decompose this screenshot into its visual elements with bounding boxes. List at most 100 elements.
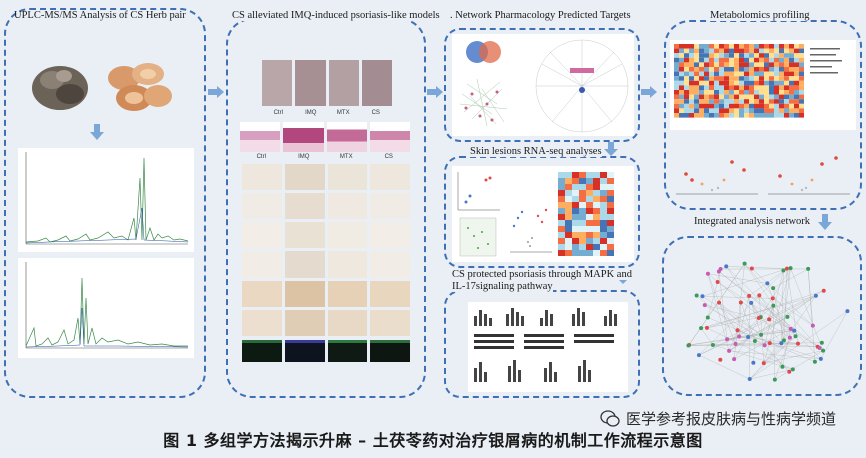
- heatmap-cell: [789, 48, 794, 54]
- heatmap-cell: [754, 57, 759, 63]
- heatmap-cell: [769, 90, 774, 95]
- heatmap-cell: [689, 76, 694, 81]
- watermark: 医学参考报皮肤病与性病学频道: [600, 408, 836, 429]
- heatmap-cell: [607, 190, 614, 196]
- network-edge: [718, 271, 818, 347]
- heatmap-cell: [759, 90, 764, 95]
- heatmap-cell: [764, 67, 769, 72]
- heatmap-cell: [779, 103, 784, 109]
- heatmap-cell: [684, 85, 689, 90]
- network-node: [817, 346, 822, 351]
- network-node: [779, 341, 784, 346]
- heatmap-cell: [699, 80, 704, 86]
- network-edge: [702, 268, 787, 297]
- heatmap-cell: [774, 62, 779, 67]
- heatmap-cell: [749, 71, 754, 77]
- heatmap-cell: [729, 85, 734, 90]
- network-node: [749, 300, 754, 305]
- heatmap-cell: [704, 99, 709, 104]
- heatmap-cell: [572, 238, 579, 244]
- herb-image-smilax: [104, 58, 174, 116]
- heatmap-cell: [729, 62, 734, 67]
- heatmap-cell: [679, 62, 684, 67]
- heatmap-cell: [724, 94, 729, 100]
- network-edge: [701, 295, 816, 329]
- heatmap-cell: [714, 48, 719, 54]
- network-edge: [764, 270, 784, 346]
- heatmap-cell: [709, 108, 714, 113]
- heatmap-cell: [579, 250, 586, 256]
- heatmap-cell: [784, 62, 789, 67]
- network-node: [765, 281, 770, 286]
- heatmap-cell: [794, 108, 799, 113]
- heatmap-cell: [779, 80, 784, 86]
- heatmap-cell: [600, 208, 607, 214]
- network-edge: [737, 330, 770, 344]
- heatmap-cell: [579, 178, 586, 184]
- heatmap-cell: [684, 94, 689, 100]
- heatmap-cell: [565, 190, 572, 196]
- network-edge: [728, 330, 738, 351]
- heatmap-cell: [769, 99, 774, 104]
- heatmap-cell: [769, 62, 774, 67]
- heatmap-cell: [565, 208, 572, 214]
- network-node: [810, 323, 815, 328]
- heatmap-cell: [674, 53, 679, 58]
- heatmap-cell: [729, 108, 734, 113]
- heatmap-cell: [779, 90, 784, 95]
- network-node: [737, 334, 742, 339]
- heatmap-cell: [679, 103, 684, 109]
- network-node: [821, 288, 826, 293]
- heatmap-cell: [694, 108, 699, 113]
- heatmap-cell: [679, 53, 684, 58]
- heatmap-cell: [694, 113, 699, 118]
- heatmap-cell: [694, 85, 699, 90]
- ihc-stain-grid: [242, 164, 410, 336]
- heatmap-cell: [739, 80, 744, 86]
- heatmap-cell: [774, 71, 779, 77]
- heatmap-cell: [739, 94, 744, 100]
- heatmap-cell: [759, 113, 764, 118]
- network-edge: [707, 273, 736, 344]
- network-edge: [689, 344, 818, 347]
- network-node: [767, 341, 772, 346]
- heatmap-cell: [558, 196, 565, 202]
- network-edge: [735, 343, 782, 345]
- heatmap-cell: [684, 76, 689, 81]
- heatmap-cell: [714, 85, 719, 90]
- heatmap-cell: [694, 57, 699, 63]
- network-node: [716, 269, 721, 274]
- heatmap-cell: [704, 71, 709, 77]
- heatmap-cell: [689, 90, 694, 95]
- heatmap-cell: [749, 94, 754, 100]
- network-node: [772, 377, 777, 382]
- heatmap-cell: [689, 62, 694, 67]
- heatmap-cell: [794, 48, 799, 54]
- network-edge: [758, 317, 790, 338]
- network-node: [821, 348, 826, 353]
- heatmap-cell: [600, 214, 607, 220]
- heatmap-cell: [719, 62, 724, 67]
- heatmap-cell: [729, 90, 734, 95]
- heatmap-cell: [794, 57, 799, 63]
- network-node: [702, 303, 707, 308]
- network-edge: [734, 268, 791, 360]
- heatmap-cell: [674, 108, 679, 113]
- heatmap-cell: [600, 250, 607, 256]
- heatmap-cell: [744, 53, 749, 58]
- heatmap-cell: [749, 53, 754, 58]
- network-edge: [706, 316, 761, 329]
- heatmap-cell: [565, 226, 572, 232]
- network-node: [781, 268, 786, 273]
- heatmap-cell: [565, 250, 572, 256]
- heatmap-cell: [769, 85, 774, 90]
- network-node: [785, 314, 790, 319]
- network-node: [771, 286, 776, 291]
- heatmap-cell: [704, 67, 709, 72]
- network-edge: [769, 343, 821, 360]
- heatmap-cell: [779, 85, 784, 90]
- heatmap-cell: [784, 108, 789, 113]
- heatmap-cell: [799, 85, 804, 90]
- network-node: [704, 325, 709, 330]
- heatmap-cell: [734, 71, 739, 77]
